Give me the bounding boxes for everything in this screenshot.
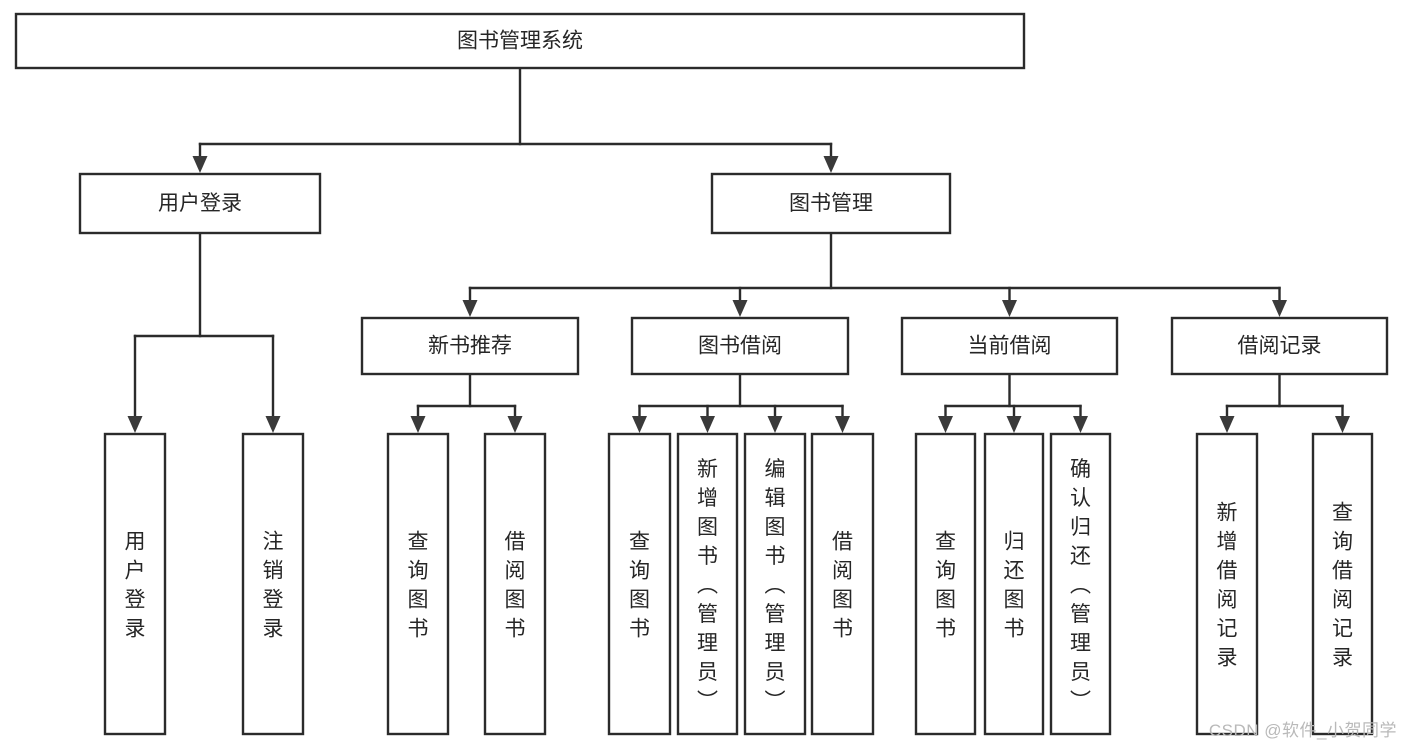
node-label-leaf-return-book: 归还图书 xyxy=(1004,531,1025,641)
node-label-leaf-query-record: 查询借阅记录 xyxy=(1332,502,1353,670)
node-box-leaf-query-book-current xyxy=(914,432,977,736)
node-box-leaf-user-login xyxy=(103,432,167,736)
node-box-current-borrow xyxy=(900,316,1119,376)
node-book-borrow[interactable]: 图书借阅 xyxy=(630,316,850,376)
connector-group-user-login xyxy=(127,231,281,433)
node-label-leaf-borrow-book-rec: 借阅图书 xyxy=(505,531,526,641)
arrow-head-icon xyxy=(462,300,478,317)
node-leaf-query-record[interactable]: 查询借阅记录 xyxy=(1311,432,1374,736)
node-box-book-manage xyxy=(710,172,952,235)
connector-group-borrow-record xyxy=(1219,372,1350,433)
node-label-leaf-confirm-return: 确认归还︵管理员︶ xyxy=(1070,458,1091,713)
connector-layer xyxy=(127,66,1350,433)
node-label-new-book-recommend: 新书推荐 xyxy=(428,335,512,358)
node-box-new-book-recommend xyxy=(360,316,580,376)
node-box-book-borrow xyxy=(630,316,850,376)
node-box-user-login xyxy=(78,172,322,235)
node-box-leaf-query-book-borrow xyxy=(607,432,672,736)
arrow-head-icon xyxy=(1006,416,1022,433)
node-label-current-borrow: 当前借阅 xyxy=(968,335,1052,358)
node-new-book-recommend[interactable]: 新书推荐 xyxy=(360,316,580,376)
node-borrow-record[interactable]: 借阅记录 xyxy=(1170,316,1389,376)
arrow-head-icon xyxy=(1002,300,1017,317)
arrow-head-icon xyxy=(835,416,850,433)
node-label-root: 图书管理系统 xyxy=(457,30,583,53)
arrow-head-icon xyxy=(265,416,281,433)
arrow-head-icon xyxy=(632,416,647,433)
arrow-head-icon xyxy=(507,416,523,433)
node-leaf-query-book-borrow[interactable]: 查询图书 xyxy=(607,432,672,736)
node-book-manage[interactable]: 图书管理 xyxy=(710,172,952,235)
node-box-borrow-record xyxy=(1170,316,1389,376)
node-box-leaf-add-record xyxy=(1195,432,1259,736)
arrow-head-icon xyxy=(700,416,715,433)
connector-group-root xyxy=(192,66,839,173)
node-box-leaf-edit-book xyxy=(743,432,807,736)
node-current-borrow[interactable]: 当前借阅 xyxy=(900,316,1119,376)
arrow-head-icon xyxy=(192,156,208,173)
arrow-head-icon xyxy=(410,416,426,433)
node-box-leaf-borrow-book-rec xyxy=(483,432,547,736)
arrow-head-icon xyxy=(732,300,748,317)
node-box-leaf-confirm-return xyxy=(1049,432,1112,736)
node-label-leaf-add-record: 新增借阅记录 xyxy=(1217,502,1238,670)
node-label-leaf-logout: 注销登录 xyxy=(263,531,284,641)
arrow-head-icon xyxy=(823,156,839,173)
arrow-head-icon xyxy=(767,416,783,433)
arrow-head-icon xyxy=(938,416,953,433)
arrow-head-icon xyxy=(1272,300,1287,317)
connector-group-book-borrow xyxy=(632,372,850,433)
node-leaf-edit-book[interactable]: 编辑图书︵管理员︶ xyxy=(743,432,807,736)
node-box-leaf-add-book xyxy=(676,432,739,736)
node-leaf-add-book[interactable]: 新增图书︵管理员︶ xyxy=(676,432,739,736)
node-label-leaf-query-book-borrow: 查询图书 xyxy=(629,531,650,641)
connector-group-new-book-recommend xyxy=(410,372,523,433)
node-label-user-login: 用户登录 xyxy=(158,192,242,215)
arrow-head-icon xyxy=(1073,416,1088,433)
arrow-head-icon xyxy=(127,416,143,433)
node-leaf-user-login[interactable]: 用户登录 xyxy=(103,432,167,736)
connector-group-current-borrow xyxy=(938,372,1088,433)
node-root[interactable]: 图书管理系统 xyxy=(14,12,1026,70)
node-label-leaf-edit-book: 编辑图书︵管理员︶ xyxy=(765,458,786,713)
connector-group-book-manage xyxy=(462,231,1287,317)
arrow-head-icon xyxy=(1335,416,1350,433)
node-box-leaf-borrow-book xyxy=(810,432,875,736)
node-leaf-logout[interactable]: 注销登录 xyxy=(241,432,305,736)
node-leaf-query-book-current[interactable]: 查询图书 xyxy=(914,432,977,736)
node-leaf-borrow-book[interactable]: 借阅图书 xyxy=(810,432,875,736)
node-leaf-borrow-book-rec[interactable]: 借阅图书 xyxy=(483,432,547,736)
node-leaf-return-book[interactable]: 归还图书 xyxy=(983,432,1045,736)
node-label-leaf-query-book-rec: 查询图书 xyxy=(408,531,429,641)
node-layer: 图书管理系统用户登录图书管理新书推荐图书借阅当前借阅借阅记录用户登录注销登录查询… xyxy=(14,12,1389,736)
node-box-leaf-logout xyxy=(241,432,305,736)
csdn-watermark: CSDN @软件_小贺同学 xyxy=(1208,721,1397,740)
node-label-leaf-user-login: 用户登录 xyxy=(125,531,146,641)
node-box-leaf-return-book xyxy=(983,432,1045,736)
node-label-book-borrow: 图书借阅 xyxy=(698,335,782,358)
node-user-login[interactable]: 用户登录 xyxy=(78,172,322,235)
node-label-leaf-query-book-current: 查询图书 xyxy=(935,531,956,641)
arrow-head-icon xyxy=(1219,416,1235,433)
node-label-borrow-record: 借阅记录 xyxy=(1238,335,1322,358)
node-leaf-query-book-rec[interactable]: 查询图书 xyxy=(386,432,450,736)
node-label-book-manage: 图书管理 xyxy=(789,192,873,215)
node-box-leaf-query-record xyxy=(1311,432,1374,736)
node-box-leaf-query-book-rec xyxy=(386,432,450,736)
node-label-leaf-borrow-book: 借阅图书 xyxy=(832,531,853,641)
node-box-root xyxy=(14,12,1026,70)
node-leaf-confirm-return[interactable]: 确认归还︵管理员︶ xyxy=(1049,432,1112,736)
node-leaf-add-record[interactable]: 新增借阅记录 xyxy=(1195,432,1259,736)
node-label-leaf-add-book: 新增图书︵管理员︶ xyxy=(697,458,718,713)
